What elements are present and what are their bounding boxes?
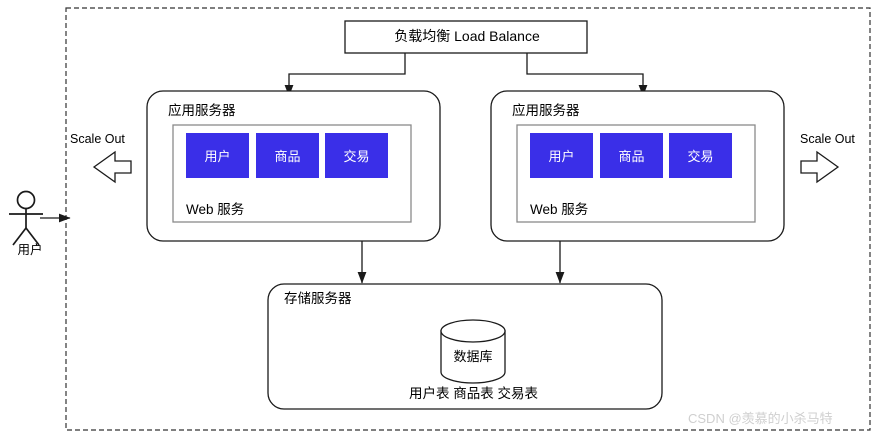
load-balancer-label: 负载均衡 Load Balance bbox=[394, 28, 540, 44]
actor-label: 用户 bbox=[17, 243, 43, 257]
module-chip-right-1-label: 商品 bbox=[618, 149, 645, 164]
actor-stick-figure-icon bbox=[9, 190, 43, 246]
module-chip-right-2-label: 交易 bbox=[687, 149, 714, 164]
storage-tables-label: 用户表 商品表 交易表 bbox=[408, 386, 538, 401]
scale-out-right-arrow-icon bbox=[800, 150, 840, 184]
module-chip-right-2[interactable] bbox=[669, 133, 732, 178]
module-chip-left-1[interactable] bbox=[256, 133, 319, 178]
scale-out-left-arrow-icon bbox=[92, 150, 132, 184]
database-cylinder-icon bbox=[440, 319, 506, 384]
module-chip-left-0-label: 用户 bbox=[204, 149, 231, 164]
database-label: 数据库 bbox=[453, 349, 493, 364]
module-chip-left-0[interactable] bbox=[186, 133, 249, 178]
connector-lb-to-right-server bbox=[526, 53, 648, 97]
web-service-left-label: Web 服务 bbox=[186, 202, 245, 217]
app-server-right-title: 应用服务器 bbox=[512, 103, 580, 118]
web-service-right-label: Web 服务 bbox=[530, 202, 589, 217]
module-chip-left-2-label: 交易 bbox=[343, 149, 370, 164]
module-chip-right-0-label: 用户 bbox=[548, 149, 575, 164]
module-chip-left-2[interactable] bbox=[325, 133, 388, 178]
scale-out-right-label: Scale Out bbox=[800, 132, 855, 146]
scale-out-left-label: Scale Out bbox=[70, 132, 125, 146]
connector-lb-to-left-server bbox=[284, 53, 406, 97]
watermark: CSDN @羡慕的小杀马特 bbox=[688, 411, 833, 426]
app-server-left-title: 应用服务器 bbox=[168, 103, 236, 118]
storage-server-title: 存储服务器 bbox=[284, 291, 352, 306]
module-chip-right-1[interactable] bbox=[600, 133, 663, 178]
module-chip-left-1-label: 商品 bbox=[274, 149, 301, 164]
module-chip-right-0[interactable] bbox=[530, 133, 593, 178]
load-balancer-box[interactable] bbox=[344, 20, 588, 54]
